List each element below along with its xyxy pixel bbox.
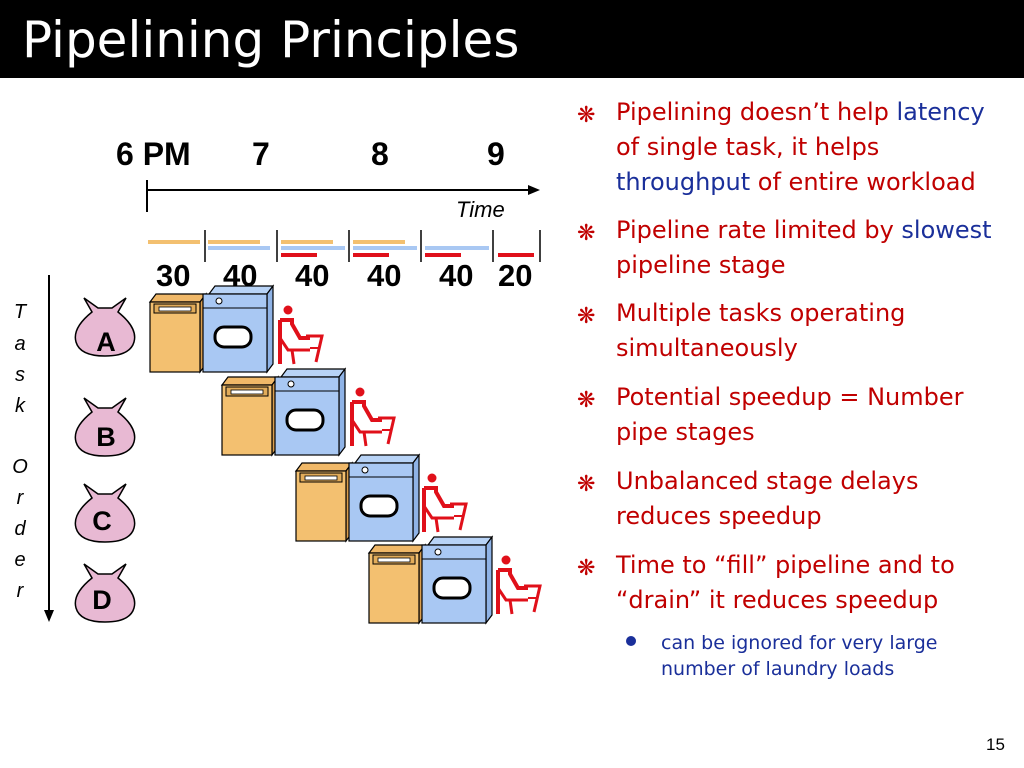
washer-icon (149, 293, 207, 373)
bullet-3: Multiple tasks operating simultaneously (616, 299, 906, 362)
page-number: 15 (986, 735, 1005, 754)
task-label-d: D (92, 585, 112, 615)
task-label-a: A (96, 327, 116, 357)
washer-icon (221, 376, 279, 456)
sub-bullet-text: can be ignored for very large number of … (661, 632, 938, 680)
dryer-icon (201, 284, 275, 374)
clock-label-6pm: 6 PM (116, 136, 191, 172)
task-order-letter: e (14, 549, 26, 571)
folding-person-icon (350, 385, 396, 448)
bullet-2: Pipeline rate limited by slowest pipelin… (616, 216, 992, 279)
task-order-letter: r (16, 487, 24, 509)
bullet-1: Pipelining doesn’t help latency of singl… (616, 98, 985, 196)
stage-duration-6: 20 (498, 258, 533, 293)
dryer-icon (273, 367, 347, 457)
task-order-letter: s (15, 364, 25, 386)
title-bar: Pipelining Principles (0, 0, 1024, 78)
task-order-letter: O (12, 456, 28, 478)
clock-label-8: 8 (371, 136, 389, 172)
stage-duration-5: 40 (439, 258, 474, 293)
sub-bullet-dot-icon (626, 636, 636, 646)
slide-title: Pipelining Principles (22, 11, 520, 69)
task-order-letter: T (13, 301, 27, 323)
star-bullet-icon: ❋ (577, 103, 596, 128)
stage-duration-3: 40 (295, 258, 330, 293)
stage-duration-4: 40 (367, 258, 402, 293)
star-bullet-icon: ❋ (577, 388, 596, 413)
star-bullet-icon: ❋ (577, 304, 596, 329)
bullet-4: Potential speedup = Number pipe stages (616, 383, 964, 446)
folding-person-icon (422, 471, 468, 534)
bullet-5: Unbalanced stage delays reduces speedup (616, 467, 919, 530)
star-bullet-icon: ❋ (577, 472, 596, 497)
task-label-b: B (96, 422, 116, 452)
dryer-icon (347, 453, 421, 543)
bullet-6: Time to “fill” pipeline and to “drain” i… (616, 551, 955, 614)
task-order-letter: r (16, 580, 24, 602)
folding-person-icon (496, 553, 542, 616)
task-label-c: C (92, 506, 112, 536)
stage-duration-1: 30 (156, 258, 191, 293)
star-bullet-icon: ❋ (577, 556, 596, 581)
clock-label-7: 7 (252, 136, 270, 172)
star-bullet-icon: ❋ (577, 221, 596, 246)
folding-person-icon (278, 303, 324, 366)
task-order-letter: d (14, 518, 26, 540)
time-axis-label: Time (456, 197, 505, 222)
washer-icon (368, 544, 426, 624)
task-order-letter: a (14, 333, 26, 355)
washer-icon (295, 462, 353, 542)
clock-label-9: 9 (487, 136, 505, 172)
dryer-icon (420, 535, 494, 625)
task-order-letter: k (15, 395, 25, 417)
